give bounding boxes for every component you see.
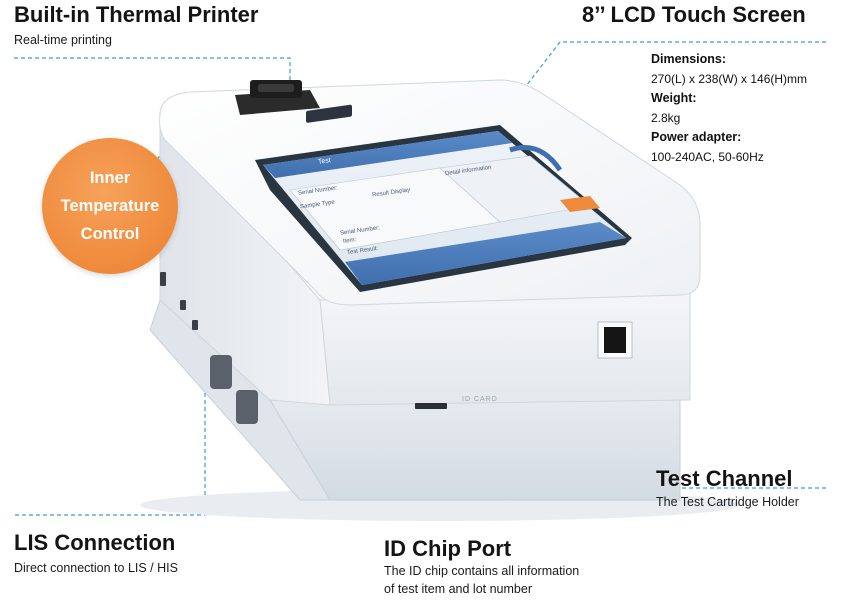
device-left-side: [159, 113, 331, 406]
id-chip-line-2: of test item and lot number: [384, 582, 532, 596]
lis-title: LIS Connection: [14, 530, 176, 555]
test-channel-port: [597, 321, 633, 359]
dimensions-label: Dimensions:: [651, 52, 727, 66]
device-lower-base: [269, 394, 681, 501]
thermal-printer: [235, 80, 320, 115]
temperature-control-badge: Inner Temperature Control: [42, 138, 178, 274]
weight-label: Weight:: [651, 91, 697, 105]
device-front-face: [319, 289, 691, 406]
side-ports: [160, 272, 258, 424]
dimensions-value: 270(L) x 238(W) x 146(H)mm: [651, 71, 808, 86]
lis-subtitle: Direct connection to LIS / HIS: [14, 561, 178, 575]
test-channel-title: Test Channel: [656, 466, 793, 491]
id-chip-slot: [415, 403, 447, 409]
lcd-screen: [263, 104, 626, 285]
id-chip-line-1: The ID chip contains all information: [384, 564, 580, 578]
test-channel-subtitle: The Test Cartridge Holder: [656, 495, 799, 509]
serial-port-1: [210, 355, 232, 389]
badge-line-3: Control: [80, 225, 140, 243]
badge-line-2: Temperature: [60, 197, 160, 215]
serial-port-2: [236, 390, 258, 424]
weight-value: 2.8kg: [651, 110, 681, 125]
badge-line-1: Inner: [89, 169, 131, 187]
power-label: Power adapter:: [651, 130, 742, 144]
id-card-label: ID CARD: [462, 396, 498, 403]
leader-printer: [14, 57, 291, 80]
id-chip-title: ID Chip Port: [384, 536, 512, 561]
printer-subtitle: Real-time printing: [14, 33, 112, 47]
screen-test-button: [306, 104, 352, 123]
screen-title: 8’’ LCD Touch Screen: [582, 2, 806, 27]
printer-title: Built-in Thermal Printer: [14, 2, 259, 27]
leader-lis: [15, 340, 206, 516]
power-value: 100-240AC, 50-60Hz: [651, 149, 764, 164]
specs-block: Dimensions: 270(L) x 238(W) x 146(H)mm W…: [651, 50, 807, 167]
